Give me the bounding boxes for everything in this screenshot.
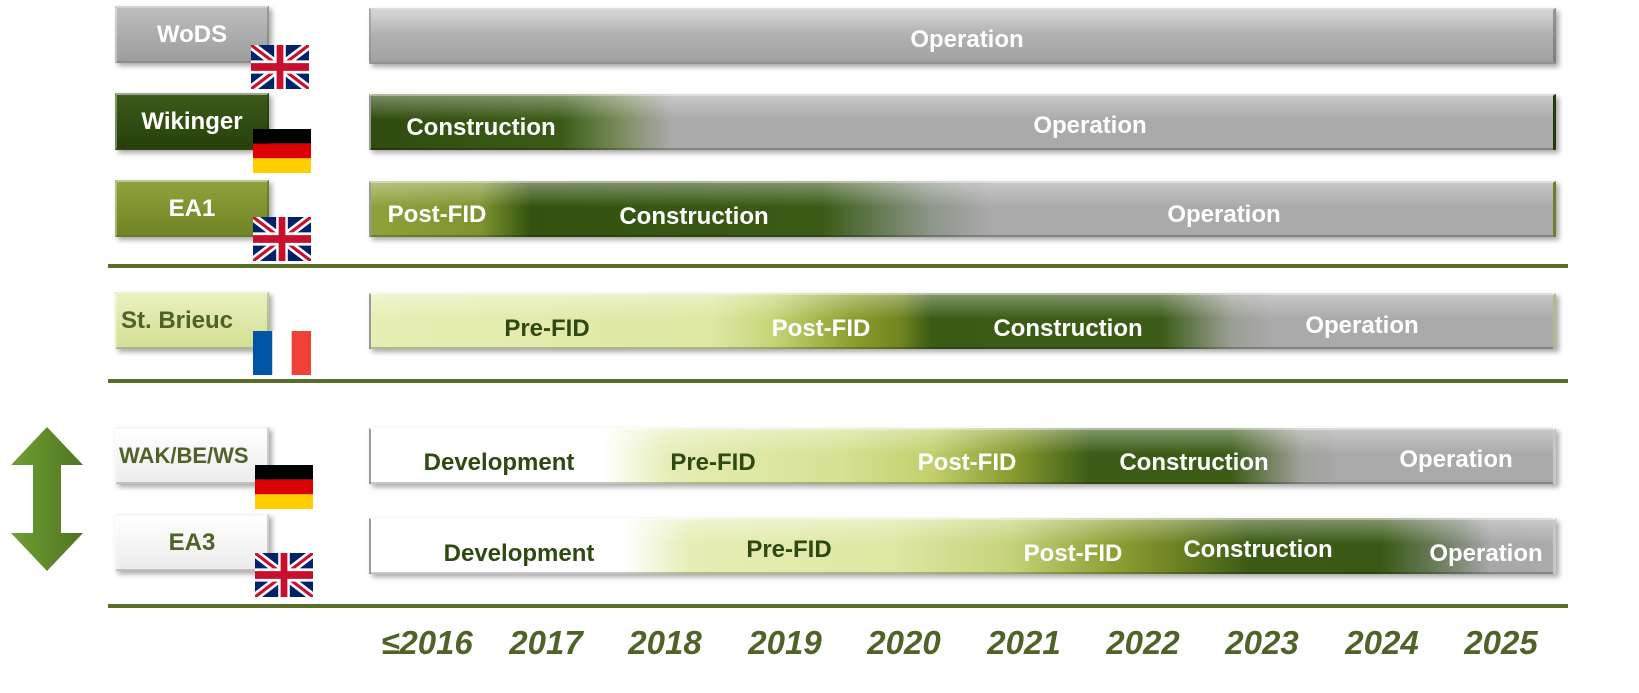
year-label: ≤2016 <box>381 624 473 661</box>
phase-pre-fid: Pre-FID <box>746 536 832 563</box>
year-label: 2025 <box>1464 624 1538 661</box>
germany-flag-icon <box>255 465 313 509</box>
project-label-wikinger: Wikinger <box>115 93 269 150</box>
project-label-wods: WoDS <box>115 6 269 63</box>
phase-operation: Operation <box>1033 112 1147 139</box>
year-label: 2022 <box>1106 624 1180 661</box>
phase-pre-fid: Pre-FID <box>504 315 590 342</box>
timeline-bar-ea1: Post-FID Construction Operation <box>369 181 1556 237</box>
phase-operation: Operation <box>1429 540 1543 567</box>
year-label: 2020 <box>867 624 941 661</box>
double-arrow-icon <box>9 425 85 573</box>
uk-flag-icon <box>255 553 313 597</box>
uk-flag-icon <box>251 45 309 89</box>
project-label-st-brieuc: St. Brieuc <box>115 292 269 349</box>
phase-post-fid: Post-FID <box>1023 540 1123 567</box>
timeline-bar-ea3: Development Pre-FID Post-FID Constructio… <box>369 518 1556 574</box>
project-label-ea3: EA3 <box>115 514 269 571</box>
phase-operation: Operation <box>1167 201 1281 228</box>
year-label: 2018 <box>628 624 702 661</box>
uk-flag-icon <box>253 217 311 261</box>
phase-construction: Construction <box>993 315 1143 342</box>
year-label: 2021 <box>987 624 1061 661</box>
phase-construction: Construction <box>619 203 769 230</box>
project-label-ea1: EA1 <box>115 180 269 237</box>
phase-construction: Construction <box>406 114 556 141</box>
year-label: 2024 <box>1345 624 1419 661</box>
phase-development: Development <box>423 449 575 476</box>
timeline-bar-wak-be-ws: Development Pre-FID Post-FID Constructio… <box>369 428 1556 484</box>
timeline-bar-st-brieuc: Pre-FID Post-FID Construction Operation <box>369 293 1556 349</box>
phase-operation: Operation <box>910 26 1024 53</box>
france-flag-icon <box>253 331 311 375</box>
phase-development: Development <box>443 540 595 567</box>
timeline-bar-wikinger: Construction Operation <box>369 94 1556 150</box>
phase-pre-fid: Pre-FID <box>670 449 756 476</box>
year-label: 2023 <box>1225 624 1299 661</box>
phase-operation: Operation <box>1399 446 1513 473</box>
phase-post-fid: Post-FID <box>917 449 1017 476</box>
year-label: 2017 <box>509 624 583 661</box>
phase-post-fid: Post-FID <box>771 315 871 342</box>
phase-post-fid: Post-FID <box>387 201 487 228</box>
group-divider <box>108 604 1568 608</box>
year-label: 2019 <box>748 624 822 661</box>
project-label-wak-be-ws: WAK/BE/WS <box>115 427 269 484</box>
timeline-bar-wods: Operation <box>369 8 1556 64</box>
phase-construction: Construction <box>1183 536 1333 563</box>
germany-flag-icon <box>253 129 311 173</box>
group-divider <box>108 264 1568 268</box>
group-divider <box>108 379 1568 383</box>
phase-construction: Construction <box>1119 449 1269 476</box>
phase-operation: Operation <box>1305 312 1419 339</box>
